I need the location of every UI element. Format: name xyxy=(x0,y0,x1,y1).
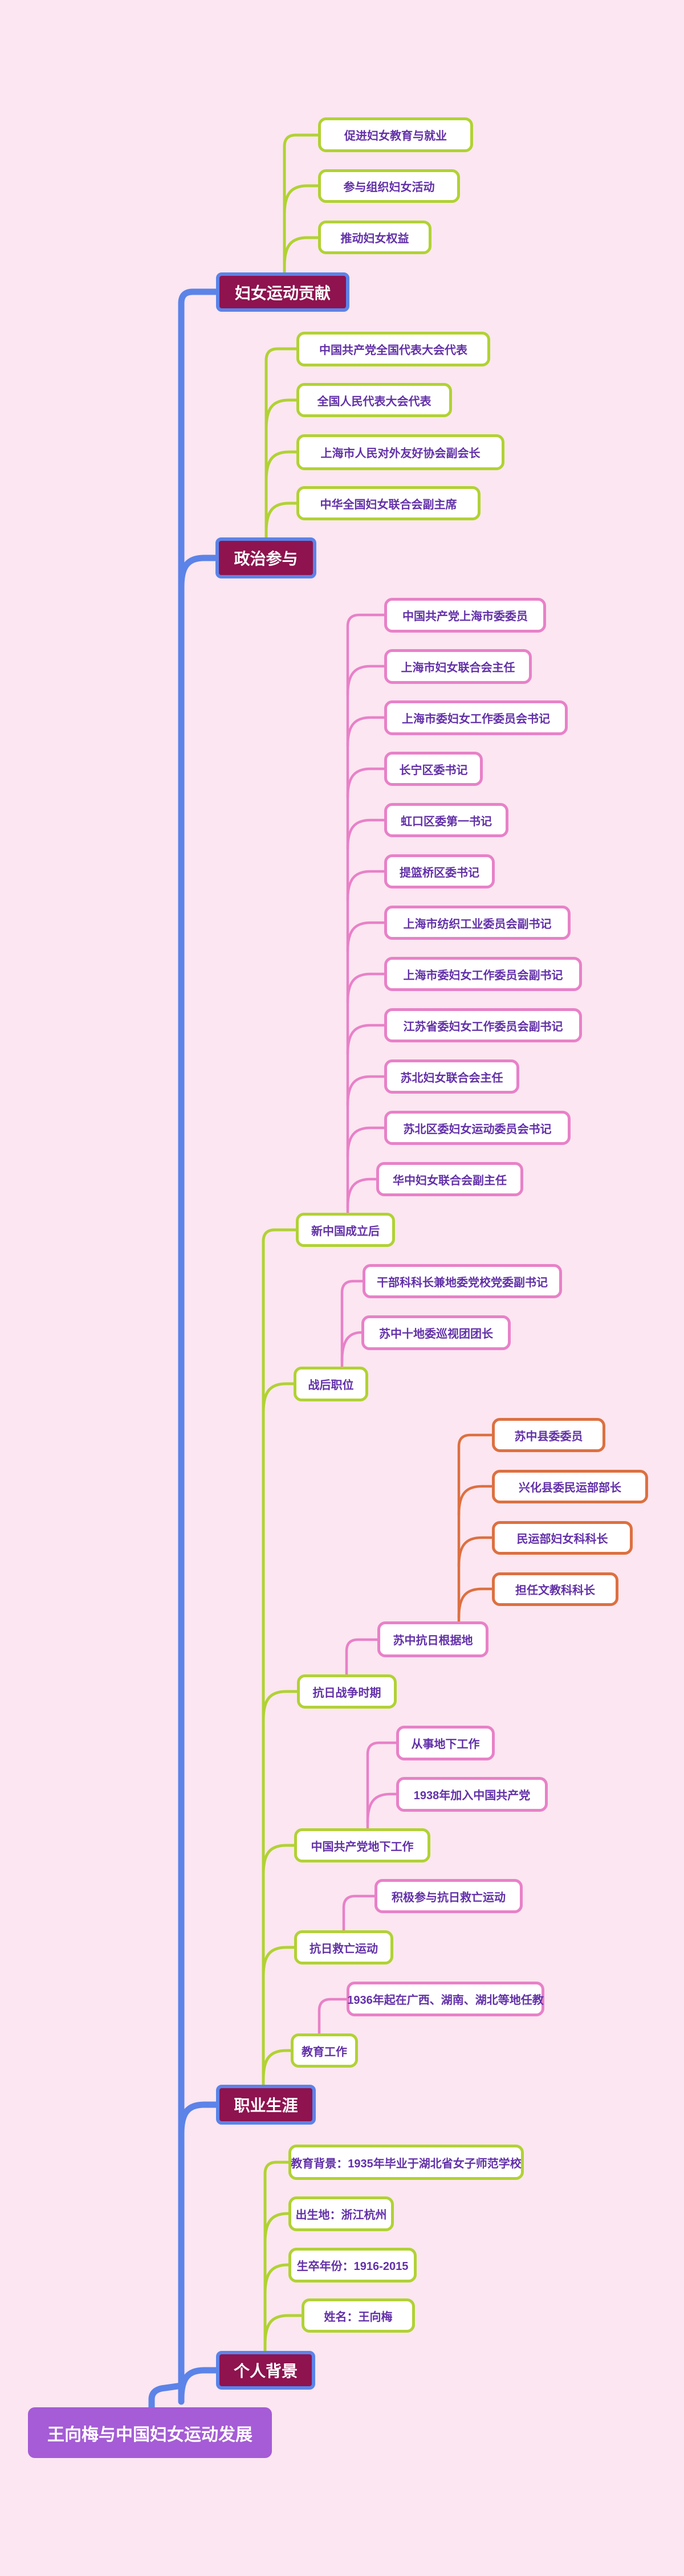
mindmap-node[interactable]: 出生地：浙江杭州 xyxy=(288,2196,394,2231)
connector-line xyxy=(340,1331,363,1363)
connector-line xyxy=(342,1894,376,1932)
connector-line xyxy=(178,288,219,2405)
connector-line xyxy=(262,2049,292,2081)
connector-line xyxy=(264,502,298,533)
mindmap-node[interactable]: 苏北妇女联合会主任 xyxy=(384,1059,519,1094)
connector-line xyxy=(262,1228,298,2086)
mindmap-node[interactable]: 新中国成立后 xyxy=(296,1213,395,1247)
connector-line xyxy=(262,1382,295,1414)
connector-line xyxy=(346,665,386,696)
mindmap-node[interactable]: 中国共产党全国代表大会代表 xyxy=(296,332,490,366)
mindmap-node[interactable]: 推动妇女权益 xyxy=(318,221,431,254)
mindmap-node[interactable]: 教育工作 xyxy=(291,2033,358,2068)
connector-line xyxy=(178,2367,219,2402)
connector-line xyxy=(346,716,386,748)
topic-political-participation[interactable]: 政治参与 xyxy=(215,537,316,578)
mindmap-node[interactable]: 上海市委妇女工作委员会书记 xyxy=(384,700,568,735)
connector-line xyxy=(283,133,320,274)
mindmap-node[interactable]: 1938年加入中国共产党 xyxy=(396,1777,548,1812)
mindmap-node[interactable]: 兴化县委民运部部长 xyxy=(492,1470,648,1503)
mindmap-node[interactable]: 苏中县委委员 xyxy=(492,1418,605,1452)
topic-personal-background[interactable]: 个人背景 xyxy=(216,2351,315,2390)
connector-line xyxy=(457,1587,494,1619)
connector-line xyxy=(263,2314,303,2346)
connector-line xyxy=(457,1485,494,1517)
mindmap-node[interactable]: 教育背景：1935年毕业于湖北省女子师范学校 xyxy=(288,2145,524,2180)
connector-line xyxy=(346,921,386,953)
connector-line xyxy=(262,1946,296,1978)
connector-line xyxy=(148,2382,185,2414)
mindmap-node[interactable]: 上海市委妇女工作委员会副书记 xyxy=(384,957,582,991)
topic-women-movement-contributions[interactable]: 妇女运动贡献 xyxy=(216,272,349,312)
connector-line xyxy=(346,870,386,902)
mindmap-node[interactable]: 参与组织妇女活动 xyxy=(318,169,460,203)
connector-line xyxy=(457,1433,494,1623)
connector-line xyxy=(262,1690,299,1722)
connector-line xyxy=(264,450,298,482)
connector-line xyxy=(457,1536,494,1568)
connector-line xyxy=(262,1844,296,1876)
topic-career[interactable]: 职业生涯 xyxy=(216,2085,316,2125)
mindmap-node[interactable]: 提篮桥区委书记 xyxy=(384,854,495,888)
mindmap-node[interactable]: 抗日救亡运动 xyxy=(294,1930,393,1964)
connector-line xyxy=(263,2263,290,2295)
mindmap-node[interactable]: 苏北区委妇女运动委员会书记 xyxy=(384,1111,571,1145)
connector-line xyxy=(178,2101,219,2137)
mindmap-node[interactable]: 生卒年份：1916-2015 xyxy=(288,2248,417,2282)
connector-line xyxy=(178,555,219,590)
mindmap-node[interactable]: 上海市人民对外友好协会副会长 xyxy=(296,434,504,470)
mindmap-node[interactable]: 华中妇女联合会副主任 xyxy=(376,1162,523,1196)
connector-line xyxy=(346,767,386,799)
mindmap-node[interactable]: 抗日战争时期 xyxy=(297,1674,397,1709)
connector-line xyxy=(283,236,320,268)
connector-line xyxy=(264,398,298,430)
connector-line xyxy=(366,1792,398,1824)
connector-line xyxy=(346,1024,386,1055)
mindmap-node[interactable]: 中国共产党地下工作 xyxy=(294,1828,430,1862)
mindmap-node[interactable]: 姓名：王向梅 xyxy=(302,2298,415,2333)
mindmap-node[interactable]: 民运部妇女科科长 xyxy=(492,1521,633,1555)
mindmap-node[interactable]: 江苏省委妇女工作委员会副书记 xyxy=(384,1008,582,1042)
mindmap-node[interactable]: 中国共产党上海市委委员 xyxy=(384,598,546,633)
root-topic-node[interactable]: 王向梅与中国妇女运动发展 xyxy=(28,2407,272,2458)
connector-line xyxy=(346,818,386,850)
connector-line xyxy=(283,184,320,216)
connector-line xyxy=(346,613,386,1214)
mindmap-node[interactable]: 全国人民代表大会代表 xyxy=(296,383,452,417)
connector-line xyxy=(346,972,386,1004)
mindmap-node[interactable]: 积极参与抗日救亡运动 xyxy=(374,1879,523,1913)
connector-line xyxy=(263,2161,290,2353)
mindmap-node[interactable]: 干部科科长兼地委党校党委副书记 xyxy=(363,1264,562,1298)
connector-line xyxy=(340,1279,364,1368)
mindmap-node[interactable]: 战后职位 xyxy=(294,1367,368,1401)
connector-line xyxy=(346,1075,386,1107)
mindmap-node[interactable]: 上海市妇女联合会主任 xyxy=(384,649,532,684)
mindmap-node[interactable]: 促进妇女教育与就业 xyxy=(318,117,473,152)
mindmap-node[interactable]: 苏中十地委巡视团团长 xyxy=(361,1315,511,1350)
connector-line xyxy=(366,1741,398,1830)
connector-line xyxy=(346,1126,386,1158)
connector-line xyxy=(346,1177,378,1209)
connector-line xyxy=(345,1638,379,1676)
connector-line xyxy=(264,347,298,539)
mindmap-node[interactable]: 虹口区委第一书记 xyxy=(384,803,508,837)
mindmap-node[interactable]: 从事地下工作 xyxy=(396,1726,495,1760)
mindmap-node[interactable]: 中华全国妇女联合会副主席 xyxy=(296,486,481,520)
connector-line xyxy=(317,1998,348,2035)
mindmap-node[interactable]: 上海市纺织工业委员会副书记 xyxy=(384,906,571,940)
connector-line xyxy=(263,2212,290,2244)
mindmap-node[interactable]: 苏中抗日根据地 xyxy=(377,1621,488,1657)
mindmap-node[interactable]: 1936年起在广西、湖南、湖北等地任教 xyxy=(347,1982,544,2016)
mindmap-node[interactable]: 担任文教科科长 xyxy=(492,1572,618,1606)
mindmap-node[interactable]: 长宁区委书记 xyxy=(384,752,483,786)
